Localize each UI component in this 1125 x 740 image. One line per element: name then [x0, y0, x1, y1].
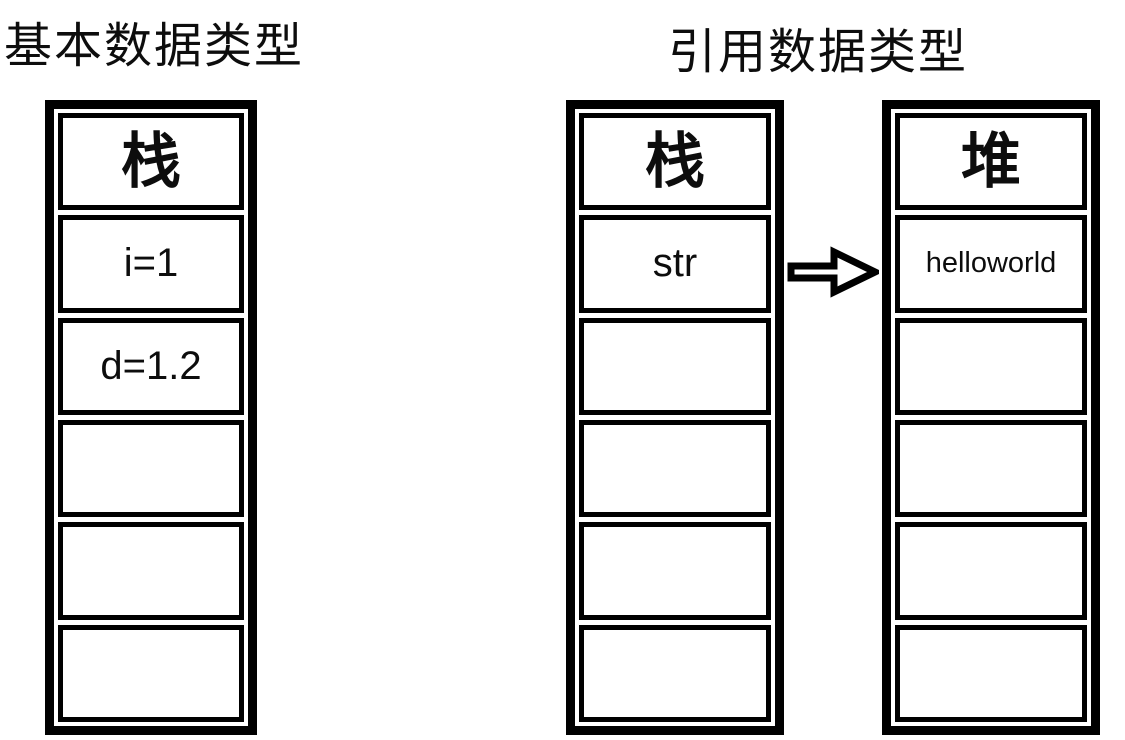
heap-cell-3	[895, 522, 1087, 620]
reference-stack-cell-1	[579, 317, 771, 415]
primitive-stack-cell-0: i=1	[58, 215, 244, 313]
reference-stack-cell-0: str	[579, 215, 771, 313]
heap-cell-2	[895, 419, 1087, 518]
reference-types-title: 引用数据类型	[668, 26, 969, 79]
heap-header: 堆	[895, 113, 1087, 211]
reference-stack-header: 栈	[579, 113, 771, 211]
right-arrow-icon	[787, 246, 879, 298]
heap-cell-1	[895, 317, 1087, 415]
reference-stack-cell-3	[579, 522, 771, 620]
reference-stack-column: 栈 str	[566, 100, 784, 735]
primitive-stack-column: 栈 i=1 d=1.2	[45, 100, 257, 735]
primitive-stack-cell-4	[58, 624, 244, 722]
primitive-stack-cell-2	[58, 419, 244, 518]
primitive-stack-cell-1: d=1.2	[58, 317, 244, 415]
primitive-types-title: 基本数据类型	[4, 20, 305, 73]
primitive-stack-header: 栈	[58, 113, 244, 211]
primitive-stack-cell-3	[58, 522, 244, 620]
heap-cell-4	[895, 624, 1087, 722]
reference-stack-cell-2	[579, 419, 771, 518]
reference-stack-cell-4	[579, 624, 771, 722]
heap-column: 堆 helloworld	[882, 100, 1100, 735]
heap-cell-0: helloworld	[895, 215, 1087, 313]
